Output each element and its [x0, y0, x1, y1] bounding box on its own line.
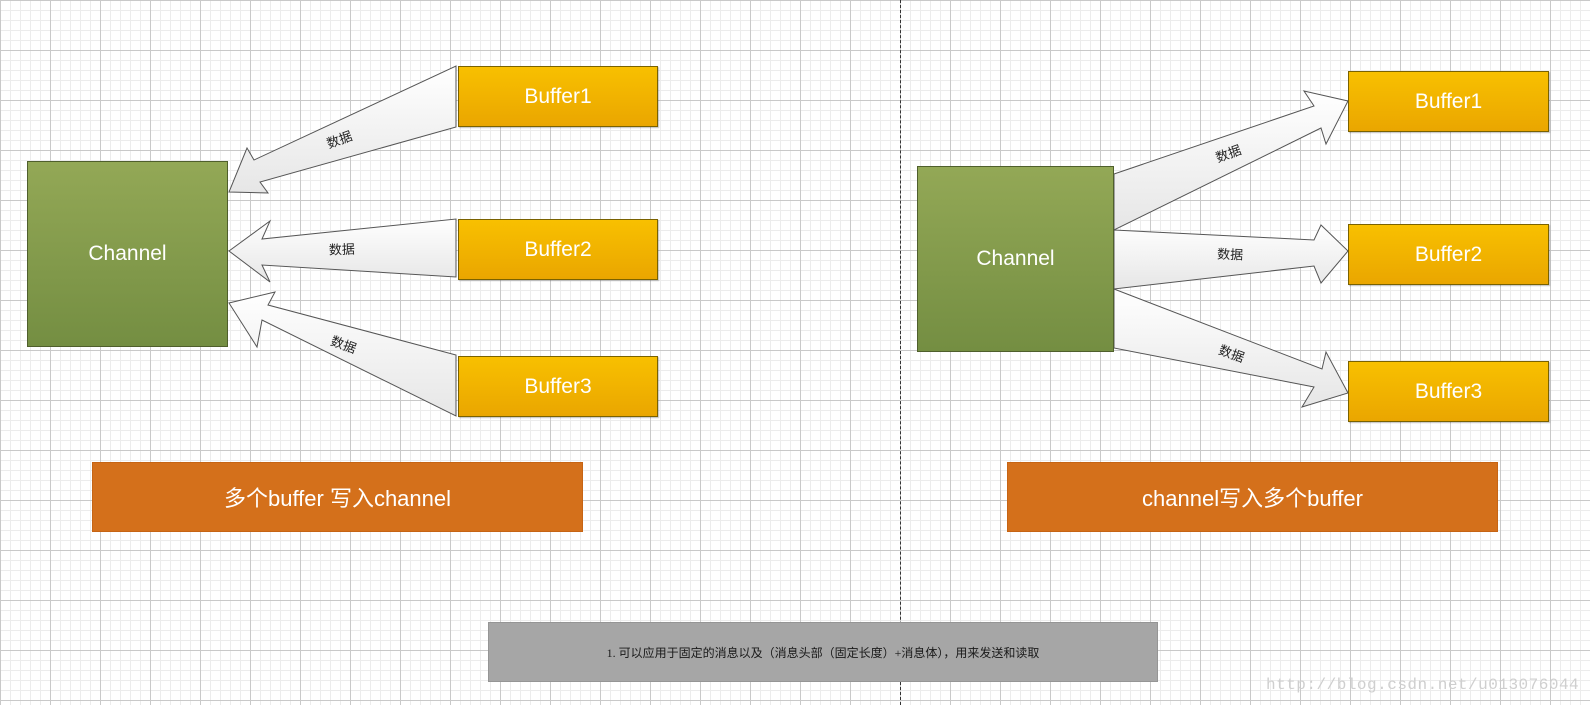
right-buffer3-box: Buffer3 — [1348, 361, 1549, 422]
right-channel-box: Channel — [917, 166, 1114, 352]
left-buffer1-label: Buffer1 — [524, 84, 592, 108]
right-buffer2-box: Buffer2 — [1348, 224, 1549, 285]
left-buffer1-box: Buffer1 — [458, 66, 658, 127]
arrow-label-right-2: 数据 — [1217, 247, 1244, 263]
arrow-left-buffer1-to-channel — [228, 65, 457, 194]
arrow-left-buffer2-to-channel — [228, 218, 457, 283]
left-caption-text: 多个buffer 写入channel — [223, 486, 452, 511]
bottom-note-text: 1. 可以应用于固定的消息以及（消息头部（固定长度）+消息体），用来发送和读取 — [606, 645, 1040, 660]
arrow-left-buffer3-to-channel — [228, 291, 457, 417]
left-buffer3-box: Buffer3 — [458, 356, 658, 417]
bottom-note-box: 1. 可以应用于固定的消息以及（消息头部（固定长度）+消息体），用来发送和读取 — [488, 622, 1158, 682]
arrow-label-left-2: 数据 — [329, 242, 356, 258]
arrow-right-channel-to-buffer1 — [1113, 90, 1349, 231]
arrow-right-channel-to-buffer2 — [1113, 224, 1349, 290]
left-buffer3-label: Buffer3 — [524, 374, 592, 398]
right-buffer3-label: Buffer3 — [1414, 379, 1483, 403]
watermark-text: http://blog.csdn.net/u013076044 — [1266, 676, 1580, 694]
right-channel-label: Channel — [976, 247, 1055, 270]
right-buffer2-label: Buffer2 — [1414, 242, 1483, 266]
right-buffer1-label: Buffer1 — [1414, 89, 1483, 113]
right-caption-text: channel写入多个buffer — [1142, 486, 1363, 511]
left-caption-banner: 多个buffer 写入channel — [92, 462, 583, 532]
left-buffer2-label: Buffer2 — [524, 237, 592, 261]
left-channel-label: Channel — [88, 242, 167, 265]
right-caption-banner: channel写入多个buffer — [1007, 462, 1498, 532]
left-channel-box: Channel — [27, 161, 228, 347]
left-buffer2-box: Buffer2 — [458, 219, 658, 280]
arrow-right-channel-to-buffer3 — [1113, 288, 1349, 408]
right-buffer1-box: Buffer1 — [1348, 71, 1549, 132]
panel-divider — [900, 0, 901, 705]
